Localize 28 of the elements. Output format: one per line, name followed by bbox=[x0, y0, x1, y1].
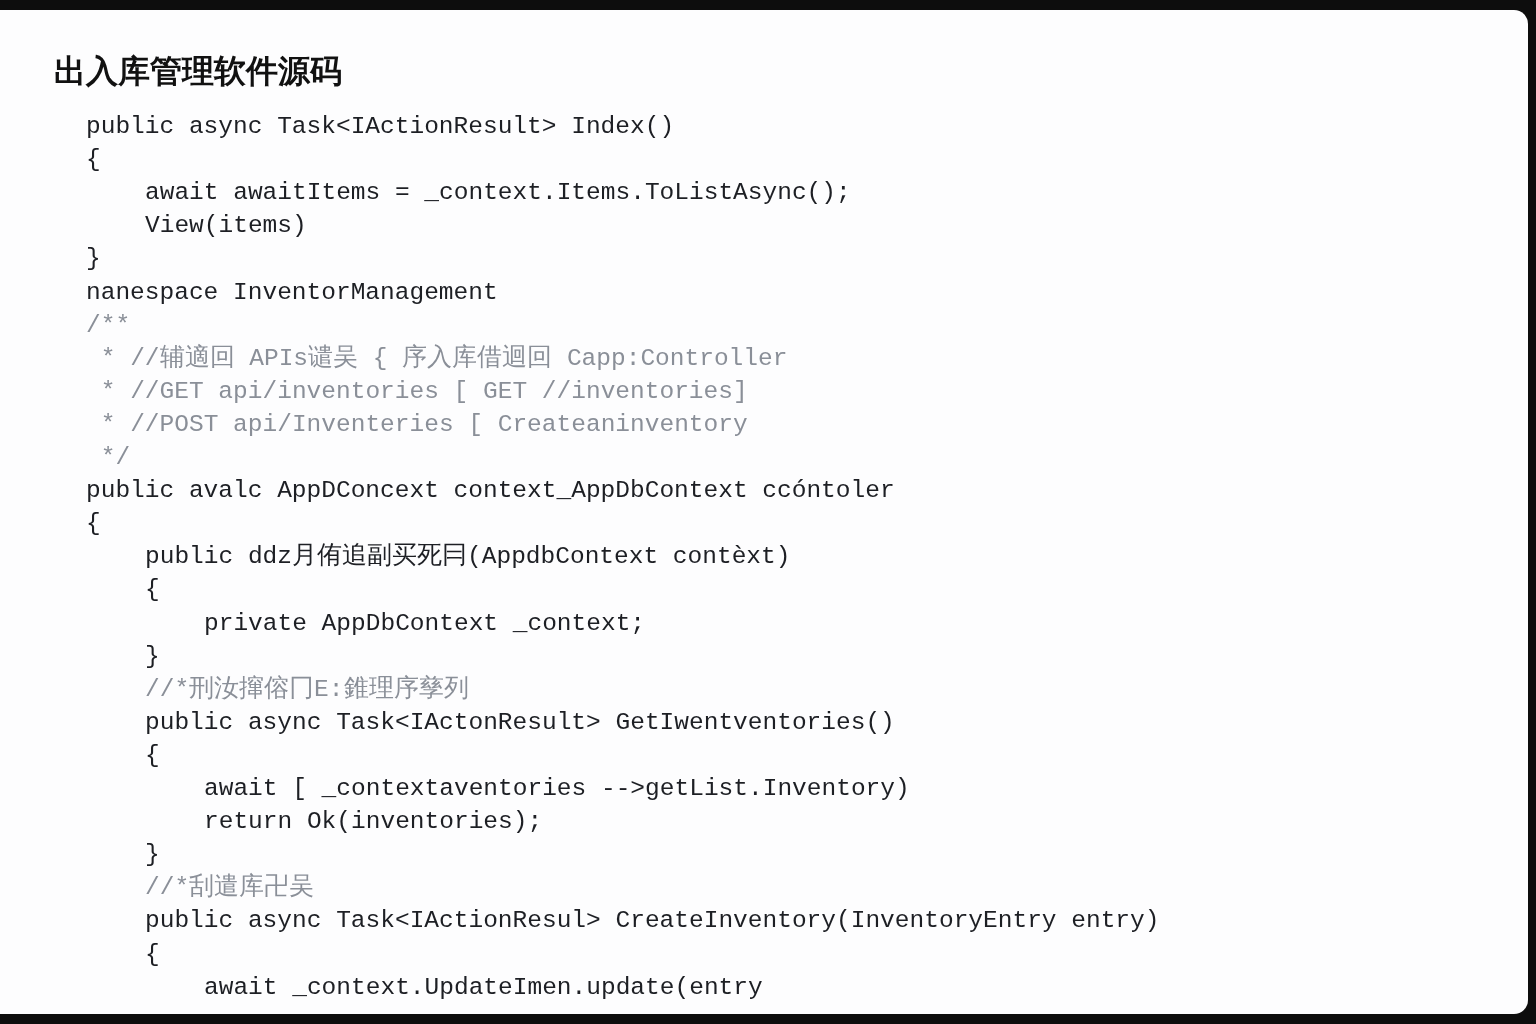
code-line: public ddz月侑追副买死冃(AppdbContext contèxt) bbox=[145, 542, 791, 573]
code-comment: //*刮遣库卍吴 bbox=[145, 873, 315, 904]
page-title: 出入库管理软件源码 bbox=[54, 51, 342, 92]
code-line: public async Task<IActonResult> GetIwentventories() bbox=[145, 707, 895, 738]
code-line: } bbox=[86, 244, 101, 275]
code-line: { bbox=[86, 145, 101, 176]
code-line: public avalc AppDConcext context_AppDbContext ccóntoler bbox=[86, 476, 895, 507]
code-line: public async Task<IActionResult> Index() bbox=[86, 112, 675, 142]
code-line: } bbox=[145, 840, 160, 871]
code-line: { bbox=[86, 509, 101, 540]
code-line: await awaitItems = _context.Items.ToListAsync(); bbox=[145, 178, 851, 209]
code-line: { bbox=[145, 939, 160, 970]
code-line: return Ok(inventories); bbox=[204, 807, 543, 838]
code-comment: * //POST api/Inventeries [ Createaninventory bbox=[100, 409, 748, 440]
code-line: public async Task<IActionResul> CreateInventory(InventoryEntry entry) bbox=[145, 906, 1160, 937]
code-line: { bbox=[145, 575, 160, 606]
code-comment: * //辅適回 APIs谴吴 { 序入库借迴回 Capp:Controller bbox=[100, 343, 788, 374]
code-comment: //*刑汝撺傛冂E:錐理序孳列 bbox=[145, 674, 469, 705]
code-comment: /** bbox=[86, 310, 131, 341]
code-line: { bbox=[145, 740, 160, 771]
code-line: View(items) bbox=[145, 211, 307, 242]
code-line: await _context.UpdateImen.update(entry bbox=[204, 972, 763, 1003]
code-line: private AppDbContext _context; bbox=[204, 608, 646, 639]
code-line: } bbox=[145, 641, 160, 672]
code-comment: */ bbox=[100, 443, 131, 473]
code-line: await [ _contextaventories -->getList.Inventory) bbox=[204, 774, 910, 804]
code-line: nanespace InventorManagement bbox=[86, 277, 498, 308]
code-comment: * //GET api/inventories [ GET //inventories] bbox=[100, 376, 748, 407]
